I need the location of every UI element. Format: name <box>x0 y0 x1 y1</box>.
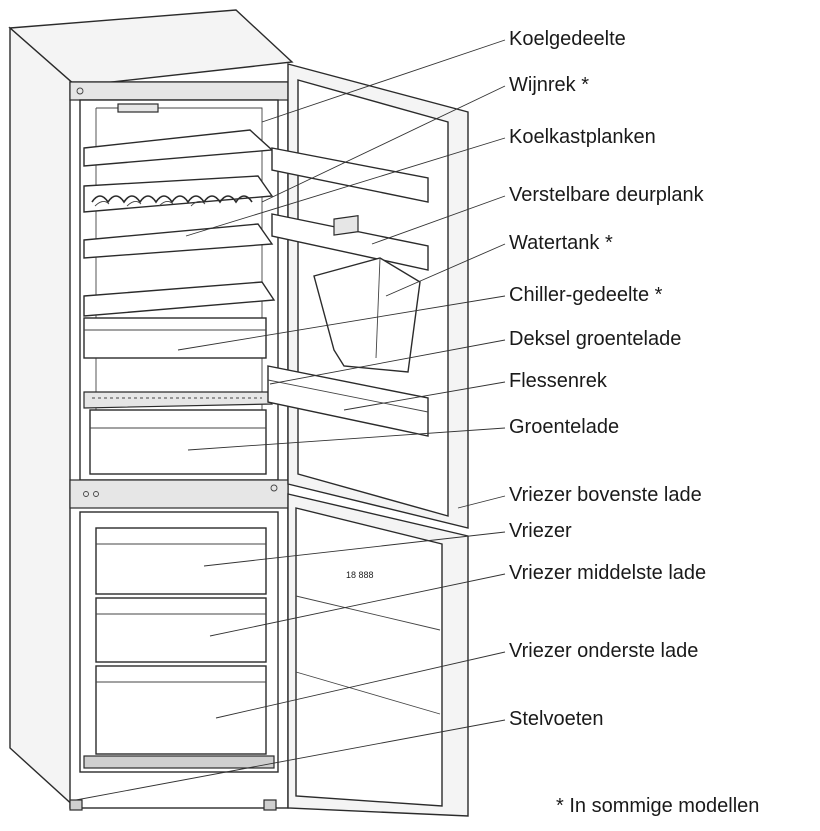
label-koelkastplanken: Koelkastplanken <box>509 126 656 148</box>
crisper-lid <box>83 391 273 409</box>
label-chiller-gedeelte: Chiller-gedeelte * <box>509 284 663 306</box>
foot-left <box>69 799 83 811</box>
label-flessenrek: Flessenrek <box>509 370 607 392</box>
cabinet-side <box>9 26 77 810</box>
freezer-bottom-drawer <box>95 665 267 755</box>
door-shelf-1 <box>271 147 429 203</box>
label-deksel-groentelade: Deksel groentelade <box>509 328 682 350</box>
fridge-shelf-2 <box>83 223 274 259</box>
label-vriezer-bovenste-lade: Vriezer bovenste lade <box>509 484 702 506</box>
label-wijnrek: Wijnrek * <box>509 74 590 96</box>
freezer-door: 18 888 <box>287 493 469 817</box>
label-vriezer: Vriezer <box>509 520 572 542</box>
freezer-top-drawer <box>95 527 267 595</box>
leader-lines <box>75 39 506 801</box>
label-verstelbare-deurplank: Verstelbare deurplank <box>509 184 704 206</box>
label-vriezer-onderste-lade: Vriezer onderste lade <box>509 640 699 662</box>
label-vriezer-middelste-lade: Vriezer middelste lade <box>509 562 707 584</box>
fridge-shelf-3 <box>83 281 276 317</box>
label-watertank: Watertank * <box>509 232 613 254</box>
middle-divider <box>69 479 289 509</box>
crisper-drawer <box>89 409 267 475</box>
fridge-door <box>267 63 469 529</box>
wine-rack <box>83 175 274 213</box>
door-shelf-2 <box>271 213 429 271</box>
cabinet <box>8 9 294 811</box>
cabinet-base <box>83 755 275 769</box>
chiller-compartment <box>83 317 267 359</box>
display-readout: 18 888 <box>346 570 374 580</box>
top-hinge-strip <box>69 81 289 101</box>
water-tank <box>313 215 421 373</box>
bottle-rack <box>267 365 429 437</box>
interior-light <box>117 103 159 113</box>
label-groentelade: Groentelade <box>509 416 620 438</box>
label-stelvoeten: Stelvoeten <box>509 708 604 730</box>
label-koelgedeelte: Koelgedeelte <box>509 28 626 50</box>
footnote: * In sommige modellen <box>556 795 760 817</box>
foot-right <box>263 799 277 811</box>
